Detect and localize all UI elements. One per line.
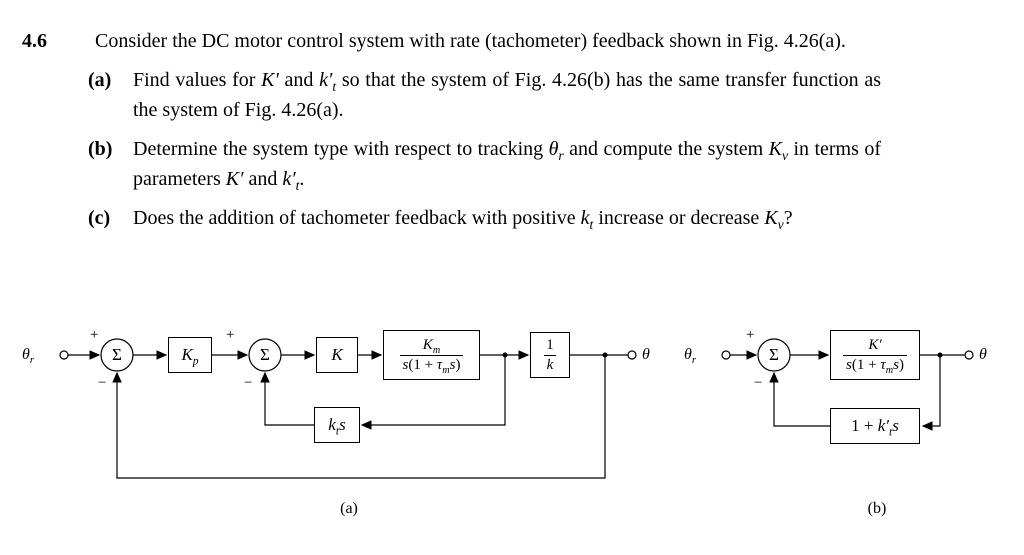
block-gain-denominator: k <box>543 354 557 375</box>
block-tachometer-label: kts <box>328 415 346 438</box>
tap-dot-rate <box>502 352 508 358</box>
wiring-a <box>59 338 637 479</box>
tap-dot-outer <box>602 352 608 358</box>
problem-part-c: (c) Does the addition of tachometer feed… <box>88 203 912 233</box>
part-b-label: (b) <box>88 138 113 160</box>
sum1-plus-sign: + <box>90 327 99 343</box>
part-c-text: Does the addition of tachometer feedback… <box>133 207 793 232</box>
block-motor-fraction: Km s(1 + τms) <box>399 336 464 375</box>
block-kp-label: Kp <box>181 345 199 368</box>
sum-b-plus-sign: + <box>746 327 755 343</box>
sum2-minus-sign: − <box>244 375 253 391</box>
part-c-label: (c) <box>88 207 111 229</box>
block-plant-fraction: K′ s(1 + τms) <box>843 336 907 375</box>
block-gain-fraction: 1 k <box>543 336 557 375</box>
input-terminal-a <box>59 350 69 360</box>
problem-intro-row: 4.6 Consider the DC motor control system… <box>22 26 912 56</box>
block-diagram-a: θr + Σ − Kp + Σ − K Km s(1 + τms) 1 k θ … <box>20 320 680 530</box>
caption-a: (a) <box>340 500 358 517</box>
block-kp: Kp <box>168 337 212 373</box>
summing-junction-b: Σ <box>769 345 779 364</box>
block-motor: Km s(1 + τms) <box>383 330 480 380</box>
block-plant-numerator: K′ <box>868 336 882 353</box>
block-motor-denominator: s(1 + τms) <box>399 354 464 375</box>
wiring-b <box>721 338 974 431</box>
block-plant-denominator: s(1 + τms) <box>843 354 907 375</box>
summing-junction-2-circle <box>248 338 282 372</box>
tap-dot-b <box>937 352 943 358</box>
summing-junction-2: Σ <box>260 345 270 364</box>
summing-junction-b-circle <box>757 338 791 372</box>
block-motor-numerator: Km <box>422 336 441 356</box>
block-tachometer: kts <box>314 407 360 443</box>
output-terminal-b <box>964 350 974 360</box>
input-terminal-b <box>721 350 731 360</box>
problem-statement: 4.6 Consider the DC motor control system… <box>22 26 912 233</box>
output-label-a: θ <box>642 346 650 363</box>
problem-number: 4.6 <box>22 30 47 52</box>
summing-junction-1-circle <box>100 338 134 372</box>
problem-part-a: (a) Find values for K′ and k′t so that t… <box>88 65 912 125</box>
block-gain-numerator: 1 <box>546 336 554 353</box>
summing-junction-1: Σ <box>112 345 122 364</box>
block-gain: 1 k <box>530 332 570 378</box>
problem-part-b: (b) Determine the system type with respe… <box>88 134 912 194</box>
block-k: K <box>316 337 358 373</box>
output-terminal-a <box>627 350 637 360</box>
sum1-minus-sign: − <box>98 375 107 391</box>
part-a-label: (a) <box>88 69 112 91</box>
part-b-text: Determine the system type with respect t… <box>133 138 881 193</box>
input-label-b: θr <box>684 346 697 367</box>
input-label-a: θr <box>22 346 35 367</box>
part-a-text: Find values for K′ and k′t so that the s… <box>133 69 881 121</box>
sum-b-minus-sign: − <box>754 375 763 391</box>
sum2-plus-sign: + <box>226 327 235 343</box>
wires-b <box>721 338 974 431</box>
block-plant: K′ s(1 + τms) <box>830 330 920 380</box>
output-label-b: θ <box>979 346 987 363</box>
block-diagram-b: θr + Σ − K′ s(1 + τms) θ 1 + k′ts (b) <box>682 320 1017 530</box>
caption-b: (b) <box>867 500 887 517</box>
block-k-label: K <box>331 345 343 364</box>
wires-a <box>59 338 637 479</box>
problem-intro-text: Consider the DC motor control system wit… <box>95 30 846 52</box>
block-feedback: 1 + k′ts <box>830 408 920 444</box>
block-feedback-label: 1 + k′ts <box>851 416 899 439</box>
